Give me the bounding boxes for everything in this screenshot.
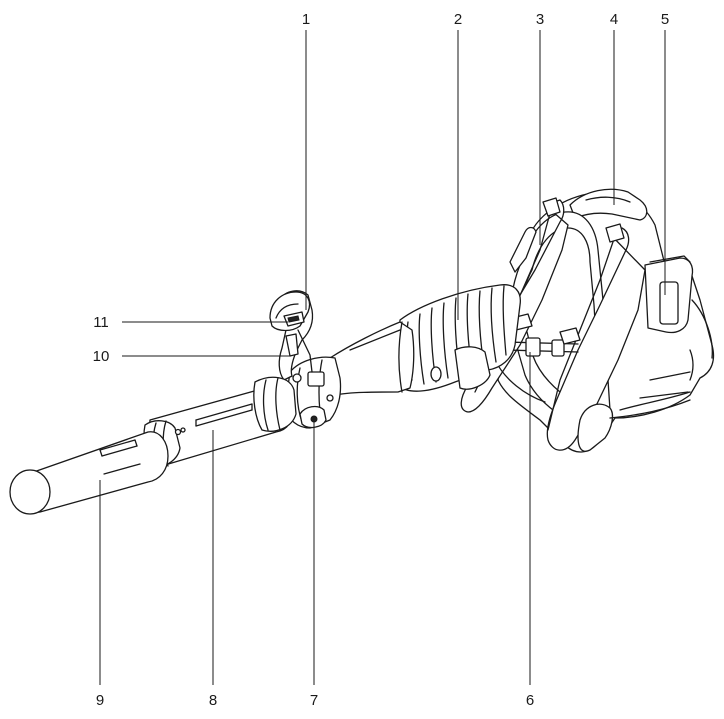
callout-2: 2: [454, 11, 462, 28]
flexible-hose: [397, 284, 521, 392]
callout-labels: 1 2 3 4 5 6 7 8 9 10 11: [93, 11, 670, 709]
nozzle: [9, 431, 169, 515]
callout-7: 7: [310, 692, 318, 709]
callout-6: 6: [526, 692, 534, 709]
callout-10: 10: [93, 348, 110, 365]
callout-3: 3: [536, 11, 544, 28]
upper-pipe: [329, 321, 415, 396]
callout-5: 5: [661, 11, 669, 28]
callout-1: 1: [302, 11, 310, 28]
callout-9: 9: [96, 692, 104, 709]
callout-11: 11: [93, 314, 109, 331]
callout-4: 4: [610, 11, 618, 28]
callout-8: 8: [209, 692, 217, 709]
handle-assembly: [269, 290, 342, 429]
leader-lines: [99, 30, 666, 685]
